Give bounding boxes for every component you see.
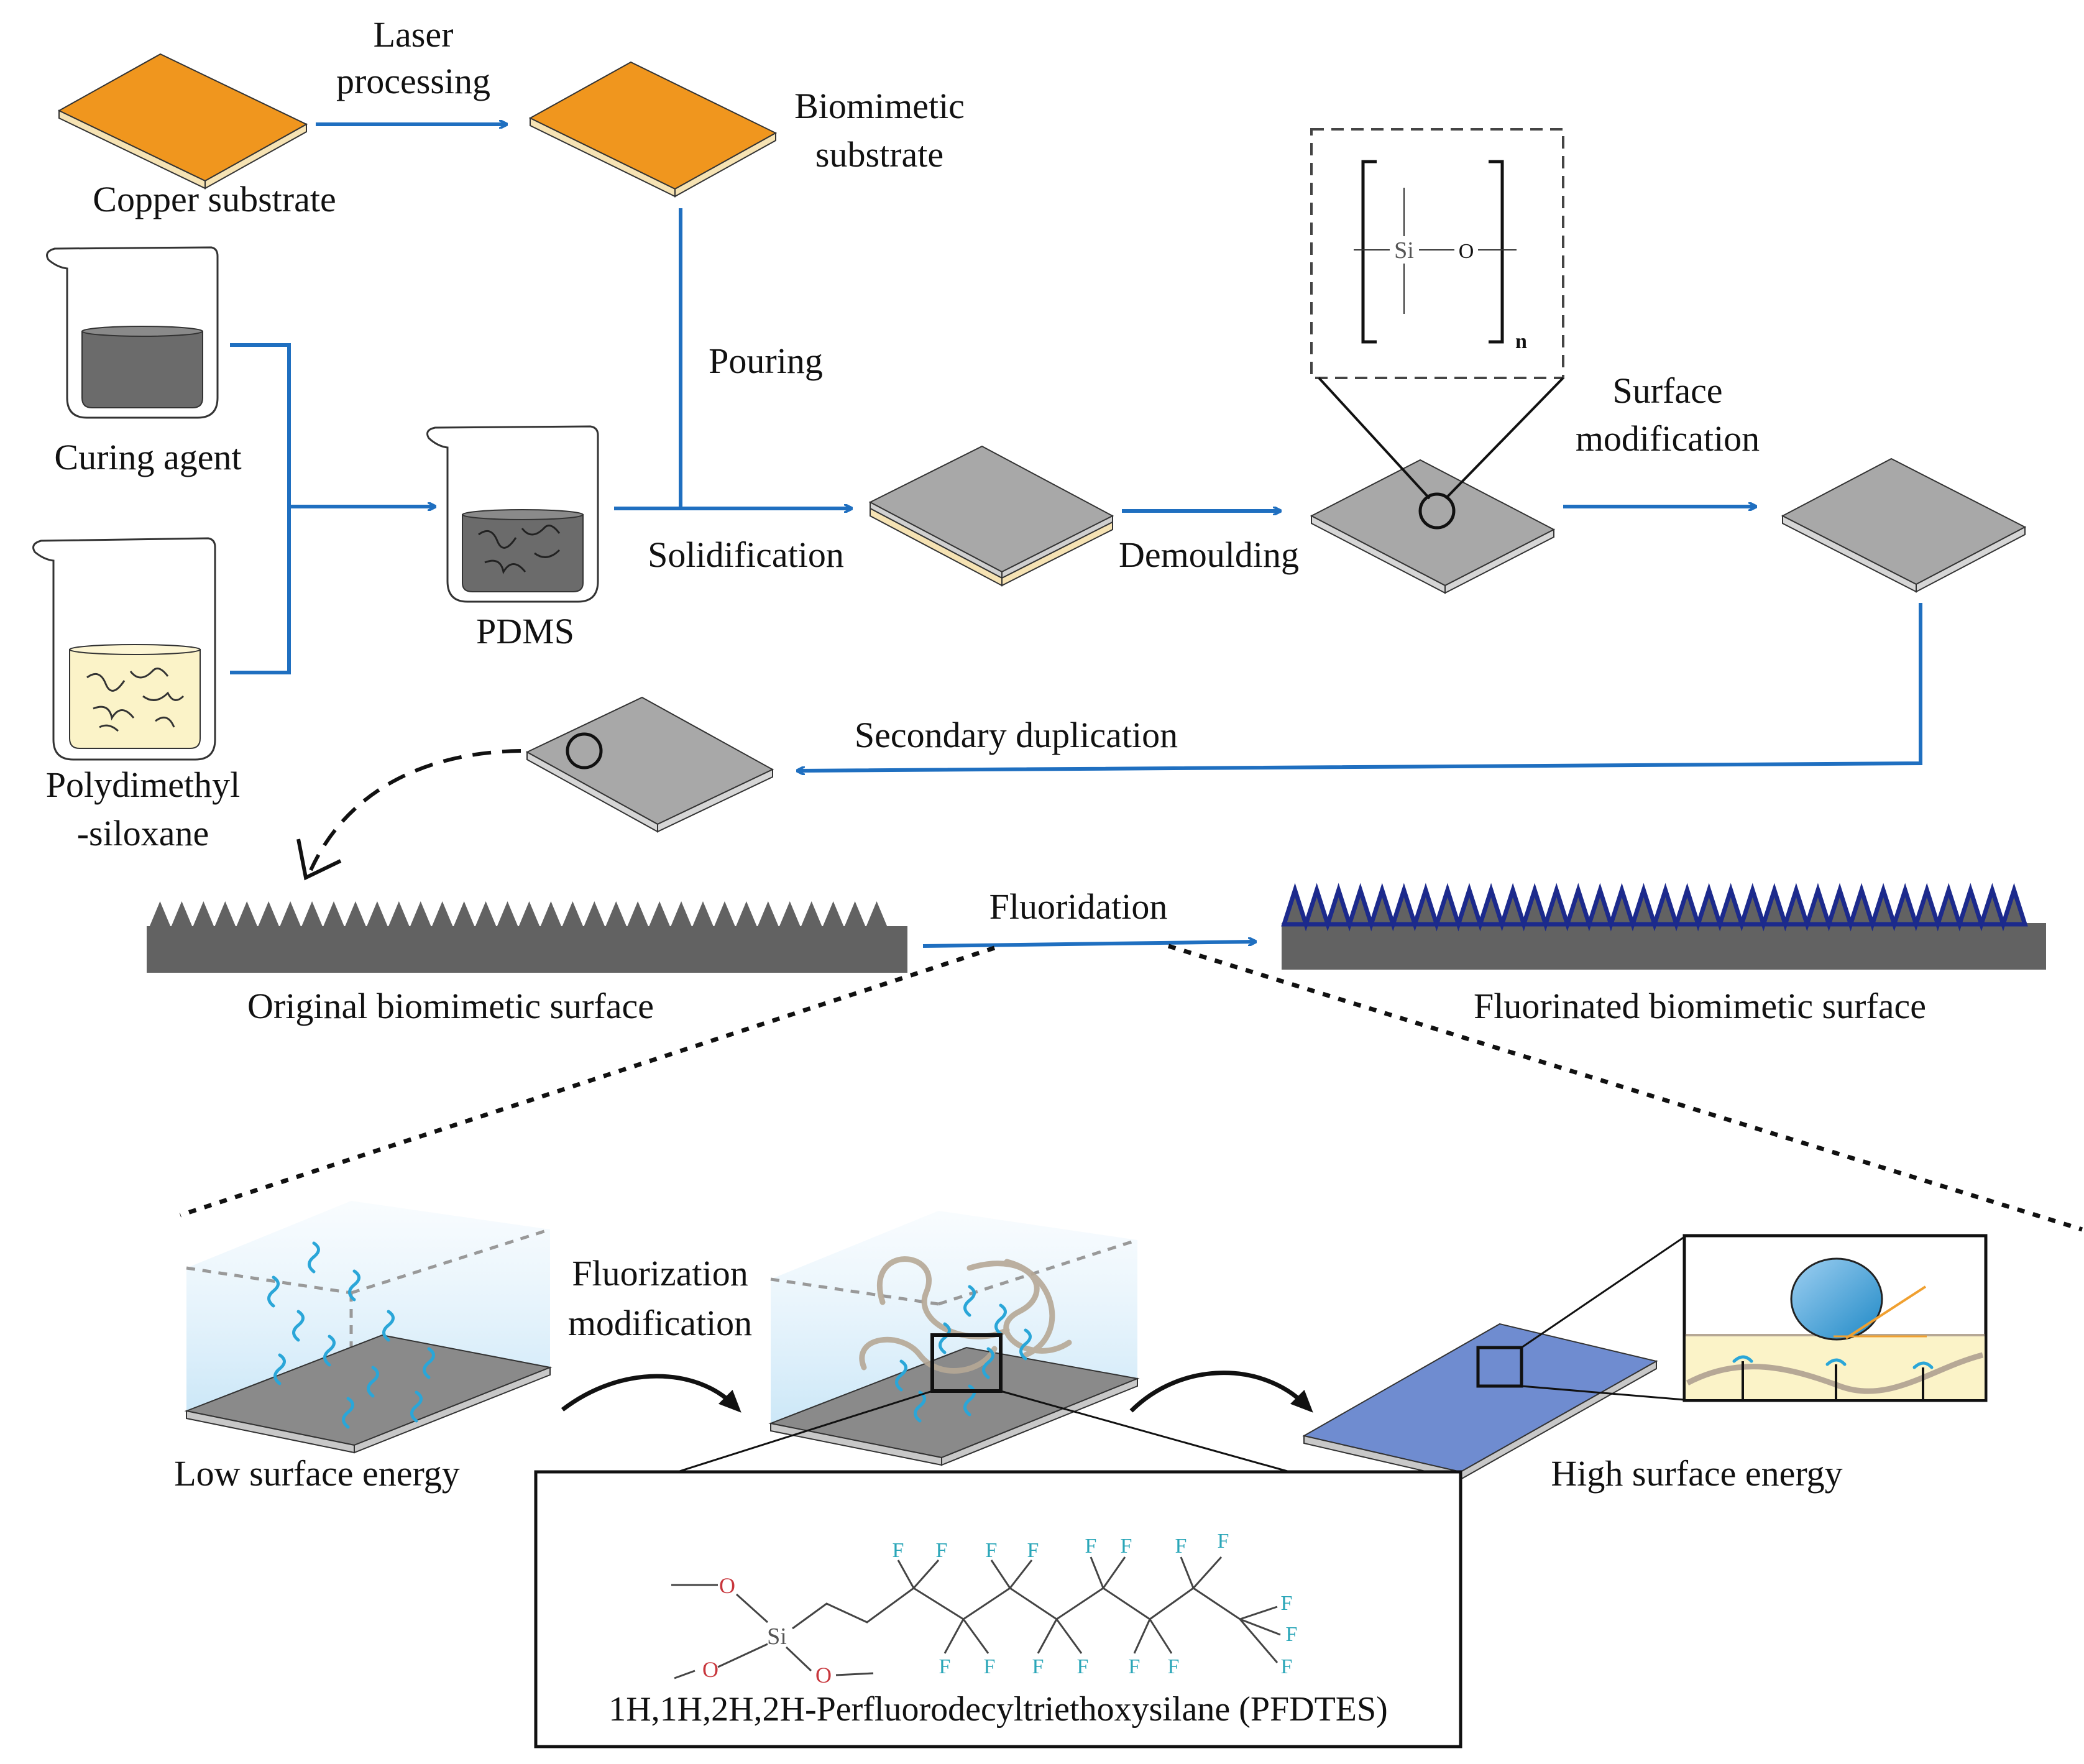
- curing-agent-label: Curing agent: [54, 437, 241, 477]
- demoulded-pdms-plate: [1310, 459, 1556, 594]
- secondary-duplication-label: Secondary duplication: [855, 715, 1178, 755]
- polydimethylsiloxane-label-line1: Polydimethyl: [46, 765, 241, 805]
- copper-substrate-label: Copper substrate: [93, 179, 336, 219]
- fluorine-atom: F: [1077, 1655, 1089, 1678]
- fluorization-curved-arrow: [561, 1374, 741, 1413]
- fluorization-box: [768, 1211, 1140, 1466]
- original-surface-label: Original biomimetic surface: [247, 986, 654, 1026]
- surface-modification-label-line1: Surface: [1612, 370, 1722, 411]
- pfdtes-structure-box: O Si O O F F F F F F F F F F F F F F F F…: [534, 1470, 1462, 1748]
- siloxane-structure-inset: Si O n: [1310, 128, 1564, 500]
- biomimetic-substrate-label-line1: Biomimetic: [794, 86, 965, 126]
- original-biomimetic-surface: [147, 901, 907, 973]
- fluorine-atom: F: [986, 1539, 998, 1562]
- low-surface-energy-box: [184, 1201, 553, 1454]
- fluorine-atom: F: [893, 1539, 904, 1562]
- fluorine-atom: F: [1218, 1530, 1229, 1553]
- copper-substrate-plate: [57, 53, 308, 190]
- fluorine-atom: F: [936, 1539, 948, 1562]
- mixing-bracket: [230, 343, 291, 674]
- surface-modification-label-line2: modification: [1576, 418, 1760, 459]
- duplicated-plate: [525, 696, 774, 833]
- laser-processing-label-line1: Laser: [374, 14, 454, 55]
- solidification-label: Solidification: [648, 535, 844, 575]
- demoulding-label: Demoulding: [1119, 535, 1299, 575]
- zoom-dotted-line-right: [1167, 944, 2083, 1232]
- low-surface-energy-label: Low surface energy: [174, 1453, 460, 1494]
- mold-plate: [868, 445, 1114, 587]
- pfdtes-oxygen-3: O: [815, 1663, 832, 1688]
- pfdtes-label: 1H,1H,2H,2H-Perfluorodecyltriethoxysilan…: [608, 1690, 1388, 1729]
- fluorine-atom: F: [1175, 1535, 1187, 1558]
- biomimetic-substrate-label-line2: substrate: [815, 134, 943, 175]
- fluorine-atom: F: [1168, 1655, 1180, 1678]
- droplet-inset: [1682, 1234, 1988, 1402]
- laser-processing-label-line2: processing: [336, 61, 490, 101]
- pfdtes-zoom-line-left: [677, 1390, 933, 1473]
- fluorine-atom: F: [1027, 1539, 1039, 1562]
- curing-agent-beaker: [46, 246, 219, 419]
- fluorine-atom: F: [1129, 1655, 1141, 1678]
- zoom-dotted-line-left: [179, 945, 996, 1218]
- secondary-duplication-arrow: [797, 603, 1922, 771]
- siloxane-n-subscript: n: [1515, 330, 1527, 353]
- fluorine-atom: F: [939, 1655, 951, 1678]
- biomimetic-substrate-plate: [528, 61, 778, 198]
- pouring-label: Pouring: [709, 341, 823, 381]
- siloxane-o-atom: O: [1459, 240, 1474, 263]
- fluorization-modification-label-line1: Fluorization: [572, 1253, 748, 1293]
- fluorinated-surface-label: Fluorinated biomimetic surface: [1474, 986, 1926, 1026]
- pfdtes-oxygen-2: O: [702, 1657, 718, 1682]
- fluorine-atom: F: [1085, 1535, 1097, 1558]
- fluorine-atom: F: [1121, 1535, 1132, 1558]
- pfdtes-oxygen-1: O: [719, 1573, 735, 1598]
- fluoridation-label: Fluoridation: [989, 886, 1168, 927]
- fluorine-atom: F: [1281, 1655, 1293, 1678]
- fluorization-modification-label-line2: modification: [568, 1303, 752, 1343]
- zoom-dashed-arrow: [309, 749, 521, 871]
- siloxane-si-atom: Si: [1394, 237, 1414, 264]
- fluorine-atom: F: [1032, 1655, 1044, 1678]
- polydimethylsiloxane-beaker: [32, 537, 216, 761]
- pfdtes-zoom-line-right: [1000, 1390, 1290, 1473]
- polydimethylsiloxane-label-line2: -siloxane: [77, 813, 209, 853]
- modified-pdms-plate: [1781, 457, 2027, 593]
- zoom-dashed-arrowhead: [296, 838, 342, 881]
- pdms-beaker: [426, 425, 599, 603]
- fluorine-atom: F: [1286, 1623, 1298, 1646]
- fluorinated-curved-arrow: [1129, 1371, 1313, 1413]
- high-surface-energy-label: High surface energy: [1551, 1453, 1842, 1494]
- fluorine-atom: F: [984, 1655, 996, 1678]
- fluorine-atom: F: [1281, 1592, 1293, 1615]
- fluoridation-arrow: [922, 942, 1255, 948]
- high-surface-energy-plate: [1302, 1236, 1685, 1481]
- pfdtes-si-atom: Si: [767, 1624, 787, 1650]
- pdms-label: PDMS: [476, 611, 574, 651]
- fluorinated-biomimetic-surface: [1281, 883, 2046, 970]
